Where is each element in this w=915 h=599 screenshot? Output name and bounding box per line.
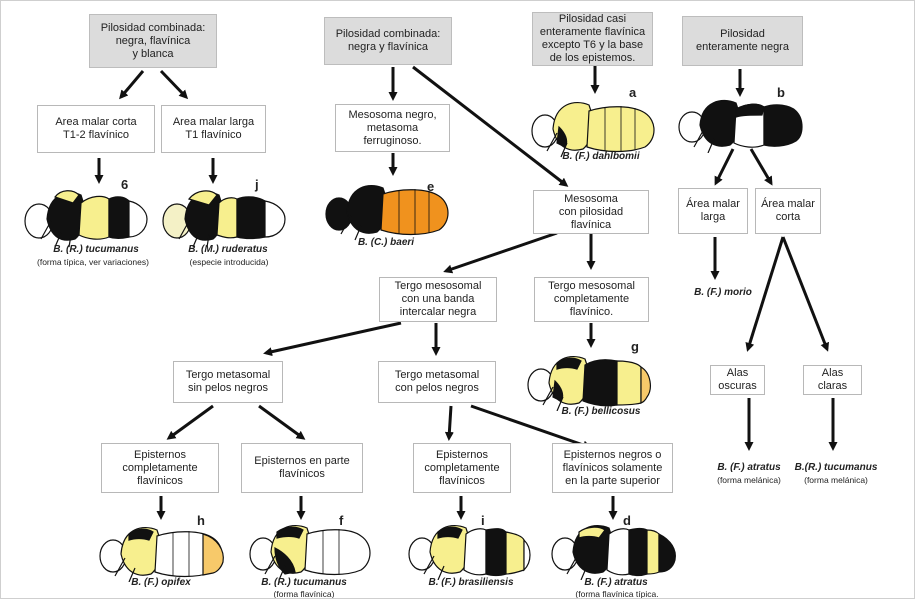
box-pilosidad-negra: Pilosidad enteramente negra [682, 16, 803, 66]
letter-d: d [623, 513, 631, 528]
arrow-corta-oscuras [745, 236, 785, 352]
box-pilosidad-blanca: Pilosidad combinada: negra, flavínica y … [89, 14, 217, 68]
arrow-corta-claras [781, 236, 829, 352]
letter-j: j [255, 177, 259, 192]
letter-e: e [427, 179, 435, 194]
bee-illustration-ruderatus-j [162, 190, 286, 248]
box-pilosidad-negra-flavinica: Pilosidad combinada: negra y flavínica [324, 17, 452, 65]
letter-6: 6 [121, 177, 129, 192]
box-area-malar-corta: Área malar corta [755, 188, 821, 234]
letter-g: g [631, 339, 639, 354]
letter-b: b [777, 85, 785, 100]
bee-illustration-atratus-d [551, 524, 676, 580]
letter-f: f [339, 513, 344, 528]
letter-a: a [629, 85, 637, 100]
arrow-b-larga [714, 148, 735, 186]
box-alas-oscuras: Alas oscuras [710, 365, 765, 395]
species-baeri-e: B. (C.) baeri [357, 237, 415, 248]
species-opifex-h: B. (F.) opifex [131, 577, 191, 588]
note-tucumanus-6: (forma típica, ver variaciones) [37, 257, 149, 267]
bee-illustration-tucumanus-6 [24, 190, 148, 248]
species-tucumanus-f: B. (R.) tucumanus [261, 577, 347, 588]
bee-illustration-dahlbomii-a [531, 101, 655, 158]
species-dahlbomii-a: B. (F.) dahlbomii [562, 151, 640, 162]
bee-illustration-brasiliensis-i [408, 524, 531, 580]
box-mesosoma-negro: Mesosoma negro, metasoma ferruginoso. [335, 104, 450, 152]
species-ruderatus-j: B. (M.) ruderatus [188, 244, 268, 255]
box-alas-claras: Alas claras [803, 365, 862, 395]
box-area-malar-corta-t12: Area malar corta T1-2 flavínico [37, 105, 155, 153]
box-episternos-negros: Episternos negros o flavínicos solamente… [552, 443, 673, 493]
bee-illustration-black-b [678, 99, 803, 153]
species-atratus-d: B. (F.) atratus [584, 577, 648, 588]
arrow-con-epist4 [470, 404, 592, 450]
note-atratus-d: (forma flavínica típica. [575, 589, 659, 599]
box-episternos-parte: Episternos en parte flavínicos [241, 443, 363, 493]
note-tucumanus-melanica: (forma melánica) [804, 475, 868, 485]
note-ruderatus-j: (especie introducida) [189, 257, 269, 267]
arrow-b-corta [749, 148, 773, 186]
species-tucumanus-melanica: B.(R.) tucumanus [794, 462, 878, 473]
arrow-b2-mesopilos [412, 65, 569, 187]
species-bellicosus-g: B. (F.) bellicosus [561, 406, 641, 417]
arrow-b1-right [159, 69, 189, 100]
arrow-banda-sin [263, 321, 402, 357]
note-tucumanus-f: (forma flavínica) [273, 589, 335, 599]
species-atratus-melanica: B. (F.) atratus [717, 462, 781, 473]
species-brasiliensis-i: B. (F.) brasiliensis [428, 577, 514, 588]
box-pilosidad-casi-flavinica: Pilosidad casi enteramente flavínica exc… [532, 12, 653, 66]
bee-illustration-bellicosus-g [527, 355, 651, 411]
letter-i: i [481, 513, 485, 528]
box-mesosoma-pilosidad: Mesosoma con pilosidad flavínica [533, 190, 649, 234]
arrow-sin-epist1 [166, 404, 214, 440]
species-morio: B. (F.) morio [694, 287, 752, 298]
box-episternos-completo-1: Episternos completamente flavínicos [101, 443, 219, 493]
box-area-malar-larga-t1: Area malar larga T1 flavínico [161, 105, 266, 153]
box-tergo-sin-pelos: Tergo metasomal sin pelos negros [173, 361, 283, 403]
box-area-malar-larga: Área malar larga [678, 188, 748, 234]
species-tucumanus-6: B. (R.) tucumanus [53, 244, 139, 255]
box-tergo-completo: Tergo mesosomal completamente flavínico. [534, 277, 649, 322]
box-tergo-con-pelos: Tergo metasomal con pelos negros [378, 361, 496, 403]
bee-illustration-tucumanus-f [249, 524, 371, 580]
box-tergo-banda: Tergo mesosomal con una banda intercalar… [379, 277, 497, 322]
arrow-sin-epist2 [258, 404, 306, 440]
bee-illustration-baeri-e [325, 184, 449, 241]
arrow-b1-left [119, 70, 145, 100]
bee-illustration-opifex-h [99, 526, 224, 582]
arrow-con-epist3 [444, 405, 454, 441]
note-atratus-melanica: (forma melánica) [717, 475, 781, 485]
letter-h: h [197, 513, 205, 528]
box-episternos-completo-2: Episternos completamente flavínicos [413, 443, 511, 493]
arrow-mesopilos-banda [443, 231, 558, 274]
